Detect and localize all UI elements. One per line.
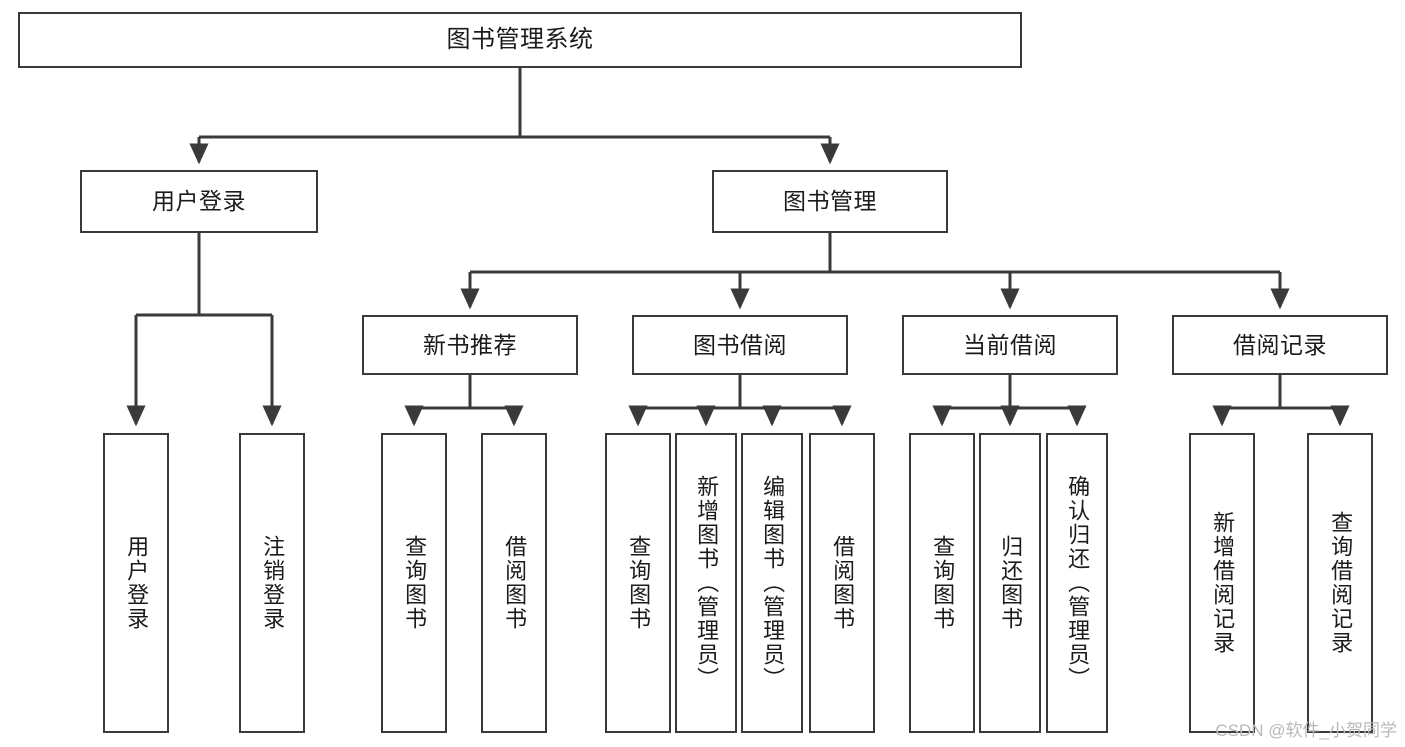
leaf-current-query-book[interactable]: 查询图书	[909, 433, 975, 733]
node-label: 当前借阅	[963, 331, 1057, 358]
node-label: 图书管理系统	[446, 26, 594, 54]
leaf-user-login-login[interactable]: 用户登录	[103, 433, 169, 733]
node-book-borrow[interactable]: 图书借阅	[632, 315, 848, 375]
node-user-login[interactable]: 用户登录	[80, 170, 318, 233]
node-label: 查询借阅记录	[1328, 511, 1354, 655]
node-label: 借阅图书	[830, 535, 856, 631]
leaf-current-confirm-return-admin[interactable]: 确认归还（管理员）	[1046, 433, 1108, 733]
leaf-record-query-record[interactable]: 查询借阅记录	[1307, 433, 1373, 733]
node-label: 图书借阅	[693, 331, 787, 358]
node-borrow-record[interactable]: 借阅记录	[1172, 315, 1388, 375]
leaf-current-return-book[interactable]: 归还图书	[979, 433, 1041, 733]
node-label: 用户登录	[152, 188, 246, 215]
node-label: 查询图书	[930, 535, 956, 631]
leaf-borrow-query-book[interactable]: 查询图书	[605, 433, 671, 733]
node-label: 编辑图书（管理员）	[760, 475, 786, 691]
node-label: 新增借阅记录	[1210, 511, 1236, 655]
leaf-borrow-borrow-book[interactable]: 借阅图书	[809, 433, 875, 733]
leaf-borrow-edit-book-admin[interactable]: 编辑图书（管理员）	[741, 433, 803, 733]
leaf-record-add-record[interactable]: 新增借阅记录	[1189, 433, 1255, 733]
node-label: 借阅记录	[1233, 331, 1327, 358]
leaf-borrow-add-book-admin[interactable]: 新增图书（管理员）	[675, 433, 737, 733]
node-label: 图书管理	[783, 188, 877, 215]
node-label: 新增图书（管理员）	[694, 475, 720, 691]
node-current-borrow[interactable]: 当前借阅	[902, 315, 1118, 375]
leaf-recommend-query-book[interactable]: 查询图书	[381, 433, 447, 733]
node-label: 用户登录	[124, 535, 150, 631]
leaf-recommend-borrow-book[interactable]: 借阅图书	[481, 433, 547, 733]
node-new-book-recommend[interactable]: 新书推荐	[362, 315, 578, 375]
node-label: 注销登录	[260, 535, 286, 631]
node-root-system[interactable]: 图书管理系统	[18, 12, 1022, 68]
node-label: 查询图书	[402, 535, 428, 631]
node-label: 确认归还（管理员）	[1065, 475, 1091, 691]
node-label: 借阅图书	[502, 535, 528, 631]
node-book-management[interactable]: 图书管理	[712, 170, 948, 233]
node-label: 查询图书	[626, 535, 652, 631]
leaf-user-login-logout[interactable]: 注销登录	[239, 433, 305, 733]
node-label: 归还图书	[998, 535, 1024, 631]
watermark-text: CSDN @软件_小贺同学	[1215, 721, 1397, 740]
node-label: 新书推荐	[423, 331, 517, 358]
